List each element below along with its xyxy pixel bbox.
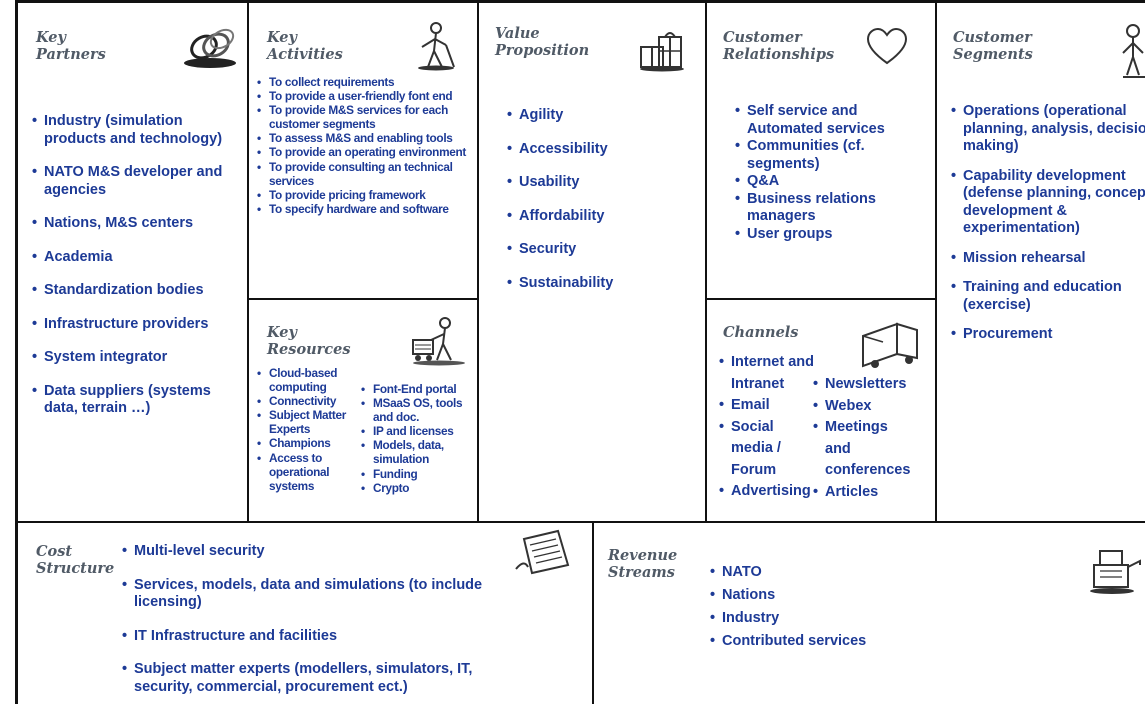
list-item: Capability development (defense planning… xyxy=(951,168,1145,238)
list-item: To provide an operating environment xyxy=(257,145,477,159)
list-item: NATO M&S developer and agencies xyxy=(32,164,242,199)
person-icon xyxy=(1121,23,1145,79)
list-item: To provide a user-friendly font end xyxy=(257,89,477,103)
key-activities-list: To collect requirements To provide a use… xyxy=(257,75,477,216)
list-item: Crypto xyxy=(361,481,477,495)
list-item: Academia xyxy=(32,249,242,267)
list-item: Industry (simulation products and techno… xyxy=(32,113,242,148)
receipt-icon xyxy=(514,529,576,579)
key-partners-list: Industry (simulation products and techno… xyxy=(32,113,242,418)
list-item: To collect requirements xyxy=(257,75,477,89)
list-item: To provide consulting an technical servi… xyxy=(257,160,477,188)
list-item: IP and licenses xyxy=(361,424,477,438)
heart-icon xyxy=(865,27,909,67)
value-proposition-list: Agility Accessibility Usability Affordab… xyxy=(507,107,703,292)
business-model-canvas: Key Partners Industry (simulation produc… xyxy=(15,0,1145,704)
customer-segments-section: Customer Segments Operations (operationa… xyxy=(937,3,1145,523)
list-item: Advertising xyxy=(719,481,831,503)
list-item: Mission rehearsal xyxy=(951,250,1145,268)
list-item: Data suppliers (systems data, terrain …) xyxy=(32,383,242,418)
list-item: Email xyxy=(719,395,831,417)
key-partners-title: Key Partners xyxy=(36,29,106,63)
list-item: Operations (operational planning, analys… xyxy=(951,103,1145,156)
list-item: Procurement xyxy=(951,326,1145,344)
channels-section: Channels Internet and Intranet Email Soc… xyxy=(707,300,937,523)
key-resources-title: Key Resources xyxy=(267,324,351,358)
list-item: Funding xyxy=(361,467,477,481)
customer-segments-list: Operations (operational planning, analys… xyxy=(951,103,1145,344)
list-item: Models, data, simulation xyxy=(361,438,477,466)
list-item: Multi-level security xyxy=(122,543,522,561)
list-item: Affordability xyxy=(507,208,703,226)
customer-relationships-title: Customer Relationships xyxy=(723,29,835,63)
list-item: Industry xyxy=(710,607,1010,630)
revenue-streams-list: NATO Nations Industry Contributed servic… xyxy=(710,561,1010,653)
list-item: Business relations managers xyxy=(735,191,931,226)
gift-boxes-icon xyxy=(637,27,687,73)
list-item: Champions xyxy=(257,436,361,450)
list-item: Newsletters xyxy=(813,374,935,396)
list-item: Infrastructure providers xyxy=(32,316,242,334)
key-activities-section: Key Activities To collect requirements T… xyxy=(249,3,479,300)
customer-relationships-list: Self service and Automated services Comm… xyxy=(735,103,931,243)
list-item: NATO xyxy=(710,561,1010,584)
worker-with-cart-icon xyxy=(409,316,467,366)
list-item: Access to operational systems xyxy=(257,451,361,493)
list-item: Cloud-based computing xyxy=(257,366,361,394)
channels-title: Channels xyxy=(723,324,799,341)
key-partners-section: Key Partners Industry (simulation produc… xyxy=(18,3,249,523)
cost-structure-title: Cost Structure xyxy=(36,543,115,577)
key-resources-list-1: Cloud-based computing Connectivity Subje… xyxy=(257,366,361,493)
list-item: Q&A xyxy=(735,173,931,191)
list-item: Webex xyxy=(813,396,935,418)
list-item: Nations, M&S centers xyxy=(32,215,242,233)
list-item: System integrator xyxy=(32,349,242,367)
list-item: Communities (cf. segments) xyxy=(735,138,931,173)
list-item: Services, models, data and simulations (… xyxy=(122,577,522,612)
value-proposition-title: Value Proposition xyxy=(495,25,590,59)
list-item: Social media / Forum xyxy=(719,417,831,482)
customer-relationships-section: Customer Relationships Self service and … xyxy=(707,3,937,300)
revenue-streams-title: Revenue Streams xyxy=(608,547,678,581)
key-resources-list-2: Font-End portal MSaaS OS, tools and doc.… xyxy=(361,382,477,495)
list-item: Articles xyxy=(813,482,935,504)
list-item: Nations xyxy=(710,584,1010,607)
list-item: Meetings and conferences xyxy=(813,417,913,482)
key-activities-title: Key Activities xyxy=(267,29,343,63)
list-item: User groups xyxy=(735,226,931,244)
cash-register-icon xyxy=(1088,541,1144,597)
value-proposition-section: Value Proposition Agility Accessibility … xyxy=(479,3,707,523)
list-item: Security xyxy=(507,241,703,259)
list-item: Usability xyxy=(507,174,703,192)
linked-rings-icon xyxy=(178,23,242,73)
list-item: Training and education (exercise) xyxy=(951,279,1145,314)
list-item: To provide M&S services for each custome… xyxy=(257,103,477,131)
channels-list-1: Internet and Intranet Email Social media… xyxy=(719,352,831,503)
list-item: To assess M&S and enabling tools xyxy=(257,131,477,145)
list-item: Sustainability xyxy=(507,275,703,293)
list-item: IT Infrastructure and facilities xyxy=(122,628,522,646)
worker-sweeping-icon xyxy=(414,21,458,71)
list-item: Font-End portal xyxy=(361,382,477,396)
list-item: Agility xyxy=(507,107,703,125)
list-item: To specify hardware and software xyxy=(257,202,477,216)
list-item: Self service and Automated services xyxy=(735,103,931,138)
delivery-truck-icon xyxy=(857,320,923,372)
list-item: To provide pricing framework xyxy=(257,188,477,202)
list-item: Standardization bodies xyxy=(32,282,242,300)
customer-segments-title: Customer Segments xyxy=(953,29,1033,63)
revenue-streams-section: Revenue Streams NATO Nations Industry Co… xyxy=(594,523,1145,704)
cost-structure-list: Multi-level security Services, models, d… xyxy=(122,543,522,696)
list-item: Connectivity xyxy=(257,394,361,408)
list-item: MSaaS OS, tools and doc. xyxy=(361,396,477,424)
cost-structure-section: Cost Structure Multi-level security Serv… xyxy=(18,523,594,704)
list-item: Internet and Intranet xyxy=(719,352,831,395)
key-resources-section: Key Resources Cloud-based computing Conn… xyxy=(249,300,479,523)
list-item: Contributed services xyxy=(710,630,1010,653)
list-item: Subject Matter Experts xyxy=(257,408,361,436)
list-item: Subject matter experts (modellers, simul… xyxy=(122,661,522,696)
channels-list-2: Newsletters Webex Meetings and conferenc… xyxy=(813,374,935,504)
list-item: Accessibility xyxy=(507,141,703,159)
